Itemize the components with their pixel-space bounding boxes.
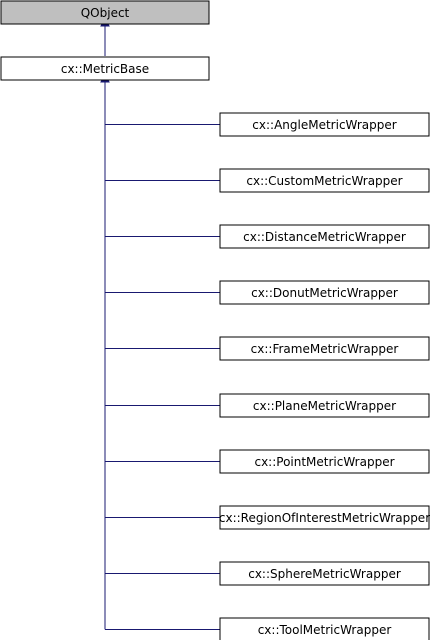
node-plane-metric-wrapper-label: cx::PlaneMetricWrapper [253, 399, 396, 413]
inheritance-edges [105, 26, 220, 630]
node-region-of-interest-metric-wrapper-label: cx::RegionOfInterestMetricWrapper [219, 511, 430, 525]
node-frame-metric-wrapper[interactable]: cx::FrameMetricWrapper [219, 336, 430, 361]
node-distance-metric-wrapper[interactable]: cx::DistanceMetricWrapper [219, 224, 430, 249]
node-donut-metric-wrapper[interactable]: cx::DonutMetricWrapper [219, 280, 430, 305]
node-metricbase-label: cx::MetricBase [61, 62, 149, 76]
node-distance-metric-wrapper-label: cx::DistanceMetricWrapper [243, 230, 406, 244]
node-frame-metric-wrapper-label: cx::FrameMetricWrapper [251, 342, 399, 356]
node-sphere-metric-wrapper-label: cx::SphereMetricWrapper [248, 567, 401, 581]
node-qobject[interactable]: QObject [0, 0, 210, 25]
node-point-metric-wrapper-label: cx::PointMetricWrapper [254, 455, 394, 469]
node-tool-metric-wrapper-label: cx::ToolMetricWrapper [258, 623, 392, 637]
node-plane-metric-wrapper[interactable]: cx::PlaneMetricWrapper [219, 393, 430, 418]
node-region-of-interest-metric-wrapper[interactable]: cx::RegionOfInterestMetricWrapper [219, 505, 430, 530]
node-angle-metric-wrapper-label: cx::AngleMetricWrapper [252, 118, 396, 132]
node-qobject-label: QObject [81, 6, 130, 20]
node-donut-metric-wrapper-label: cx::DonutMetricWrapper [251, 286, 398, 300]
node-custom-metric-wrapper[interactable]: cx::CustomMetricWrapper [219, 168, 430, 193]
node-sphere-metric-wrapper[interactable]: cx::SphereMetricWrapper [219, 561, 430, 586]
node-angle-metric-wrapper[interactable]: cx::AngleMetricWrapper [219, 112, 430, 137]
node-point-metric-wrapper[interactable]: cx::PointMetricWrapper [219, 449, 430, 474]
node-custom-metric-wrapper-label: cx::CustomMetricWrapper [246, 174, 402, 188]
derived-nodes: cx::AngleMetricWrappercx::CustomMetricWr… [219, 112, 430, 640]
node-tool-metric-wrapper[interactable]: cx::ToolMetricWrapper [219, 617, 430, 640]
node-metricbase[interactable]: cx::MetricBase [0, 56, 210, 81]
